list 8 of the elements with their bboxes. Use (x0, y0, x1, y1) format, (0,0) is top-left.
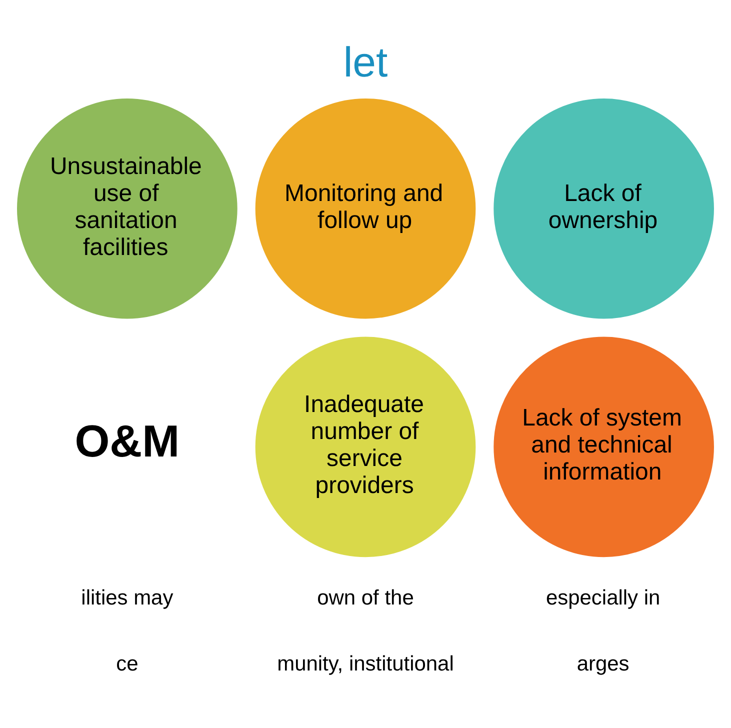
label: especially in (546, 586, 660, 610)
node-text: O&M (74, 415, 180, 466)
label: ce (116, 652, 138, 676)
label: arges (576, 652, 630, 676)
label: own of the (317, 586, 414, 610)
diagram-title: let (343, 38, 388, 86)
label: munity, institutional (277, 652, 454, 676)
label: ilities may (81, 586, 174, 610)
